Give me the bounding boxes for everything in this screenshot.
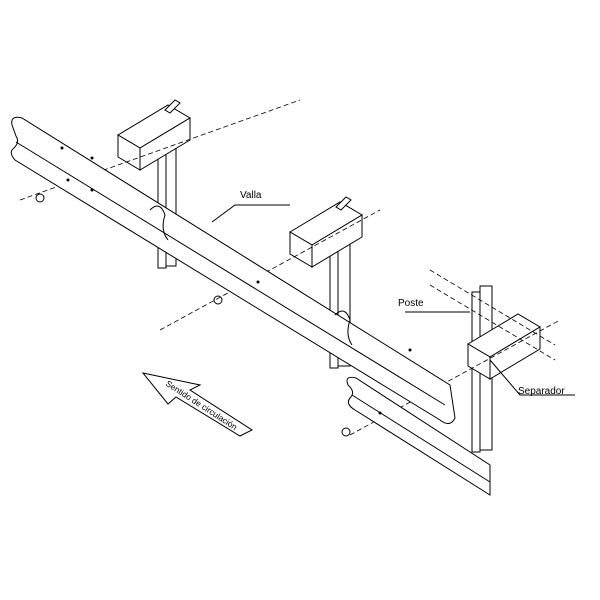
rail-label: Valla (240, 190, 262, 201)
spacer-label: Separador (518, 386, 565, 397)
direction-label: Sentido de circulación (164, 378, 239, 432)
guardrail-beam-lower (346, 376, 491, 496)
guardrail-beam (10, 116, 456, 424)
bolt-icons (35, 146, 412, 437)
direction-arrow (141, 372, 254, 437)
rail-leader (211, 204, 290, 223)
spacer-block-2 (289, 196, 363, 268)
spacer-leader (489, 359, 575, 396)
post-label: Poste (398, 298, 424, 309)
spacer-block-1 (117, 99, 191, 171)
